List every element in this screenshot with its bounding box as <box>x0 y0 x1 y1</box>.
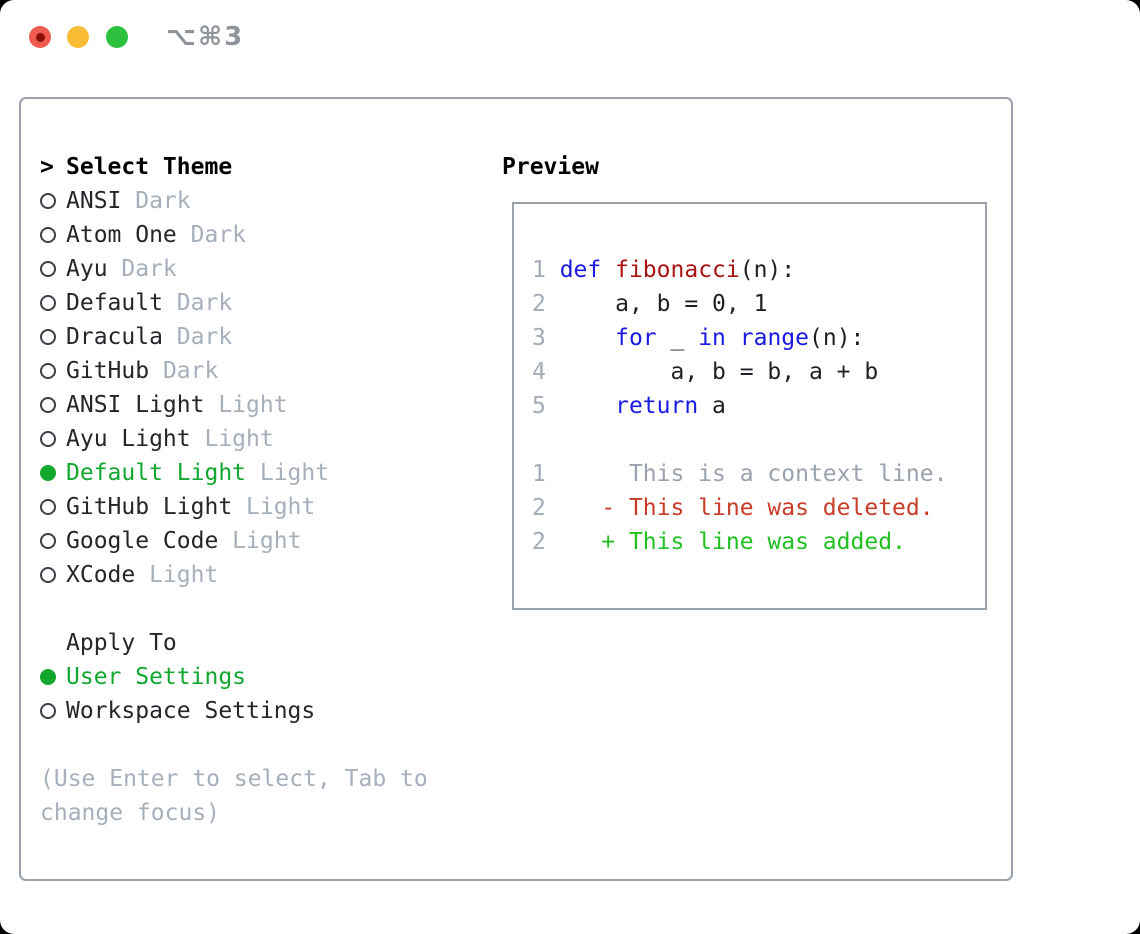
radio-icon <box>40 363 56 379</box>
theme-variant: Dark <box>107 256 177 282</box>
blank-line <box>532 423 985 457</box>
radio-icon <box>40 193 56 209</box>
radio-marker <box>40 499 66 515</box>
apply-to-title: Apply To <box>66 630 177 656</box>
theme-name: XCode <box>66 562 136 588</box>
radio-icon <box>40 295 56 311</box>
code-line: 4 a, b = b, a + b <box>532 359 879 385</box>
radio-marker <box>40 329 66 345</box>
titlebar: ⌥⌘3 <box>0 0 1140 72</box>
radio-selected-icon <box>40 669 56 685</box>
close-dot-icon <box>35 32 45 42</box>
theme-option-ayu-light[interactable]: Ayu Light Light <box>40 422 480 456</box>
theme-name: ANSI Light <box>66 392 205 418</box>
radio-icon <box>40 703 56 719</box>
radio-marker <box>40 431 66 447</box>
radio-icon <box>40 567 56 583</box>
theme-option-google-code[interactable]: Google Code Light <box>40 524 480 558</box>
theme-name: Google Code <box>66 528 219 554</box>
radio-marker <box>40 227 66 243</box>
radio-icon <box>40 499 56 515</box>
code-line: 5 return a <box>532 393 726 419</box>
theme-name: Atom One <box>66 222 177 248</box>
apply-option-workspace-settings[interactable]: Workspace Settings <box>40 694 480 728</box>
theme-variant: Light <box>190 426 274 452</box>
theme-variant: Light <box>204 392 288 418</box>
preview-title: Preview <box>502 154 599 180</box>
radio-marker <box>40 193 66 209</box>
theme-variant: Light <box>246 460 330 486</box>
theme-name: ANSI <box>66 188 122 214</box>
theme-option-xcode[interactable]: XCode Light <box>40 558 480 592</box>
radio-icon <box>40 329 56 345</box>
theme-variant: Light <box>232 494 316 520</box>
theme-option-ayu[interactable]: Ayu Dark <box>40 252 480 286</box>
radio-marker <box>40 295 66 311</box>
radio-marker <box>40 397 66 413</box>
theme-name: GitHub <box>66 358 150 384</box>
maximize-button[interactable] <box>106 26 128 48</box>
theme-name: Ayu Light <box>66 426 191 452</box>
minimize-button[interactable] <box>67 26 89 48</box>
code-line: 3 for _ in range(n): <box>532 325 865 351</box>
radio-marker <box>40 567 66 583</box>
theme-option-github[interactable]: GitHub Dark <box>40 354 480 388</box>
theme-option-dracula[interactable]: Dracula Dark <box>40 320 480 354</box>
context-line: 1 This is a context line. <box>532 461 948 487</box>
theme-option-ansi[interactable]: ANSI Dark <box>40 184 480 218</box>
radio-icon <box>40 533 56 549</box>
select-theme-title: Select Theme <box>66 154 233 180</box>
theme-name: Ayu <box>66 256 108 282</box>
theme-variant: Dark <box>149 358 219 384</box>
theme-option-default-light[interactable]: Default Light Light <box>40 456 480 490</box>
preview-pane: 1 def fibonacci(n): 2 a, b = 0, 1 3 for _ … <box>512 202 987 610</box>
radio-icon <box>40 261 56 277</box>
apply-option-label: User Settings <box>66 664 247 690</box>
window-title: ⌥⌘3 <box>166 22 245 52</box>
theme-option-default[interactable]: Default Dark <box>40 286 480 320</box>
close-button[interactable] <box>29 26 51 48</box>
theme-variant: Light <box>218 528 302 554</box>
radio-marker <box>40 465 66 481</box>
radio-icon <box>40 397 56 413</box>
radio-marker <box>40 669 66 685</box>
theme-variant: Light <box>135 562 219 588</box>
theme-variant: Dark <box>162 290 233 316</box>
select-theme-header: > Select Theme <box>40 150 480 184</box>
theme-name: Default <box>66 290 163 316</box>
theme-option-github-light[interactable]: GitHub Light Light <box>40 490 480 524</box>
deleted-line: 2 - This line was deleted. <box>532 495 934 521</box>
apply-option-user-settings[interactable]: User Settings <box>40 660 480 694</box>
radio-icon <box>40 227 56 243</box>
theme-variant: Dark <box>162 324 233 350</box>
radio-icon <box>40 431 56 447</box>
theme-name: Default Light <box>66 460 247 486</box>
apply-to-header: Apply To <box>40 626 480 660</box>
apply-option-label: Workspace Settings <box>66 698 316 724</box>
keyboard-hint: (Use Enter to select, Tab to change focu… <box>40 766 428 826</box>
preview-code: 1 def fibonacci(n): 2 a, b = 0, 1 3 for _ … <box>514 204 985 559</box>
focus-caret-icon: > <box>40 154 54 180</box>
theme-option-atom-one[interactable]: Atom One Dark <box>40 218 480 252</box>
theme-name: GitHub Light <box>66 494 233 520</box>
radio-marker <box>40 703 66 719</box>
radio-marker <box>40 261 66 277</box>
radio-marker <box>40 363 66 379</box>
added-line: 2 + This line was added. <box>532 529 906 555</box>
code-line: 1 def fibonacci(n): <box>532 257 796 283</box>
theme-variant: Dark <box>121 188 191 214</box>
theme-option-ansi-light[interactable]: ANSI Light Light <box>40 388 480 422</box>
radio-selected-icon <box>40 465 56 481</box>
radio-marker <box>40 533 66 549</box>
theme-name: Dracula <box>66 324 163 350</box>
code-line: 2 a, b = 0, 1 <box>532 291 768 317</box>
theme-variant: Dark <box>176 222 247 248</box>
